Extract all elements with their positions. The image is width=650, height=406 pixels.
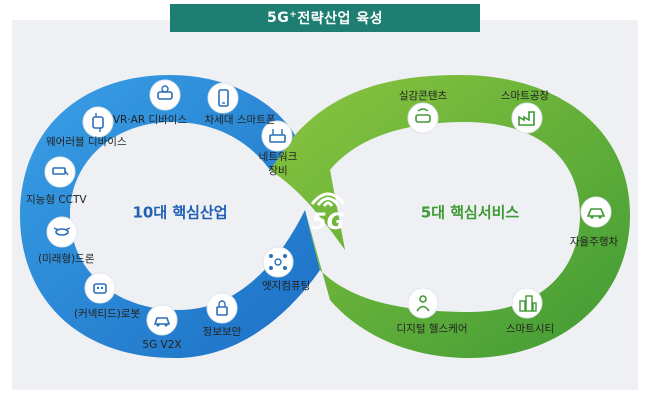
title-plus: + [289, 10, 298, 20]
doctor-icon [407, 287, 439, 319]
label-drone: (미래형)드론 [38, 253, 95, 265]
router-icon [261, 120, 293, 152]
label-phone: 차세대 스마트폰 [204, 114, 276, 126]
smartwatch-icon [82, 106, 114, 138]
left-group-title: 10대 핵심산업 [132, 203, 228, 222]
right-group-title: 5대 핵심서비스 [420, 203, 520, 222]
label-robot: (커넥티드)로봇 [74, 308, 141, 320]
label-sec: 정보보안 [202, 326, 242, 338]
label-wear: 웨어러블 디바이스 [46, 136, 127, 148]
smartphone-icon [207, 82, 239, 114]
factory-icon [511, 102, 543, 134]
robot-icon [84, 272, 116, 304]
center-5g-mark: 5G [306, 186, 350, 246]
label-cctv: 지능형 CCTV [26, 194, 87, 206]
city-icon [511, 287, 543, 319]
autonomous-car-icon [580, 196, 612, 228]
vr-headset-icon [149, 79, 181, 111]
label-city: 스마트시티 [505, 323, 555, 335]
label-real: 실감콘텐츠 [398, 90, 448, 102]
cctv-icon [44, 156, 76, 188]
network-nodes-icon [262, 246, 294, 278]
drone-icon [46, 216, 78, 248]
car-icon [146, 304, 178, 336]
label-edge: 엣지컴퓨팅 [262, 280, 311, 292]
label-v2x: 5G V2X [142, 339, 182, 351]
lock-icon [206, 292, 238, 324]
vr-goggles-icon [407, 102, 439, 134]
signal-waves-icon [310, 192, 346, 207]
title-text: 전략산업 육성 [297, 11, 383, 27]
label-health: 디지털 헬스케어 [396, 323, 468, 335]
label-car: 자율주행차 [569, 236, 619, 248]
label-vr: VR·AR 디바이스 [112, 114, 188, 126]
label-net: 네트워크 장비 [258, 151, 298, 177]
title-5g: 5G [267, 10, 290, 26]
center-5g-text: 5G [311, 210, 345, 235]
label-factory: 스마트공장 [500, 90, 550, 102]
page-title: 5G+ 전략산업 육성 [170, 4, 480, 32]
